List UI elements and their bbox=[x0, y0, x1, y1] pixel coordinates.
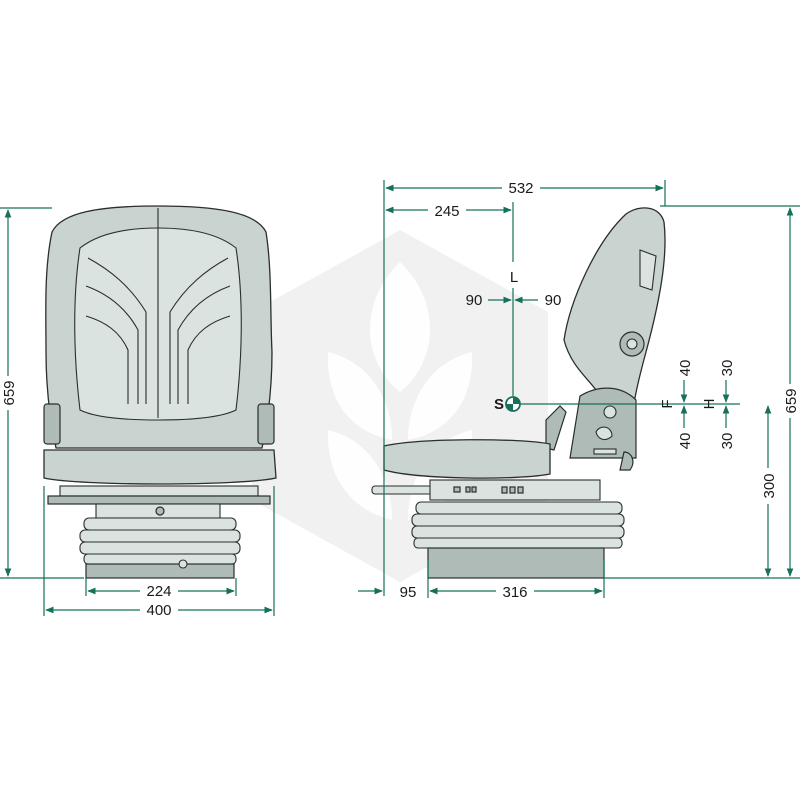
rear-offset-label: 95 bbox=[400, 584, 417, 601]
h-axis-label: H bbox=[701, 399, 718, 410]
h-up-label: 30 bbox=[719, 360, 736, 377]
side-height-dimension: 659 bbox=[604, 205, 800, 579]
l-axis-label: L bbox=[510, 269, 518, 286]
s-offset-dimension: 245 bbox=[385, 201, 514, 262]
side-depth-label: 532 bbox=[508, 180, 533, 197]
front-height-dimension: 659 bbox=[0, 207, 84, 579]
rear-offset-dimension: 95 bbox=[358, 584, 416, 601]
h-adjust-dimension: 30 30 H bbox=[701, 360, 736, 450]
front-width-dimension: 400 bbox=[43, 486, 275, 619]
fore-aft-dimension: L 90 90 S bbox=[466, 269, 562, 413]
side-height-label: 659 bbox=[783, 388, 800, 413]
s-point-marker bbox=[505, 396, 521, 412]
front-view-seat bbox=[43, 205, 277, 579]
base-depth-label: 316 bbox=[502, 584, 527, 601]
h-down-label: 30 bbox=[719, 433, 736, 450]
f-axis-label: F bbox=[659, 399, 676, 408]
front-height-label: 659 bbox=[1, 380, 18, 405]
front-base-width-dimension: 224 bbox=[85, 578, 237, 600]
side-depth-dimension: 532 bbox=[383, 179, 666, 596]
f-down-label: 40 bbox=[677, 433, 694, 450]
seat-height-label: 300 bbox=[761, 473, 778, 498]
s-offset-label: 245 bbox=[434, 203, 459, 220]
seat-height-dimension: 300 bbox=[760, 405, 778, 577]
fore-aft-plus-label: 90 bbox=[545, 292, 562, 309]
base-depth-dimension: 316 bbox=[427, 560, 605, 601]
front-width-label: 400 bbox=[146, 602, 171, 619]
f-adjust-dimension: 40 40 F bbox=[659, 360, 694, 450]
side-view-seat bbox=[371, 207, 666, 579]
fore-aft-minus-label: 90 bbox=[466, 292, 483, 309]
front-base-width-label: 224 bbox=[146, 583, 171, 600]
f-up-label: 40 bbox=[677, 360, 694, 377]
s-point-label: S bbox=[494, 396, 504, 413]
